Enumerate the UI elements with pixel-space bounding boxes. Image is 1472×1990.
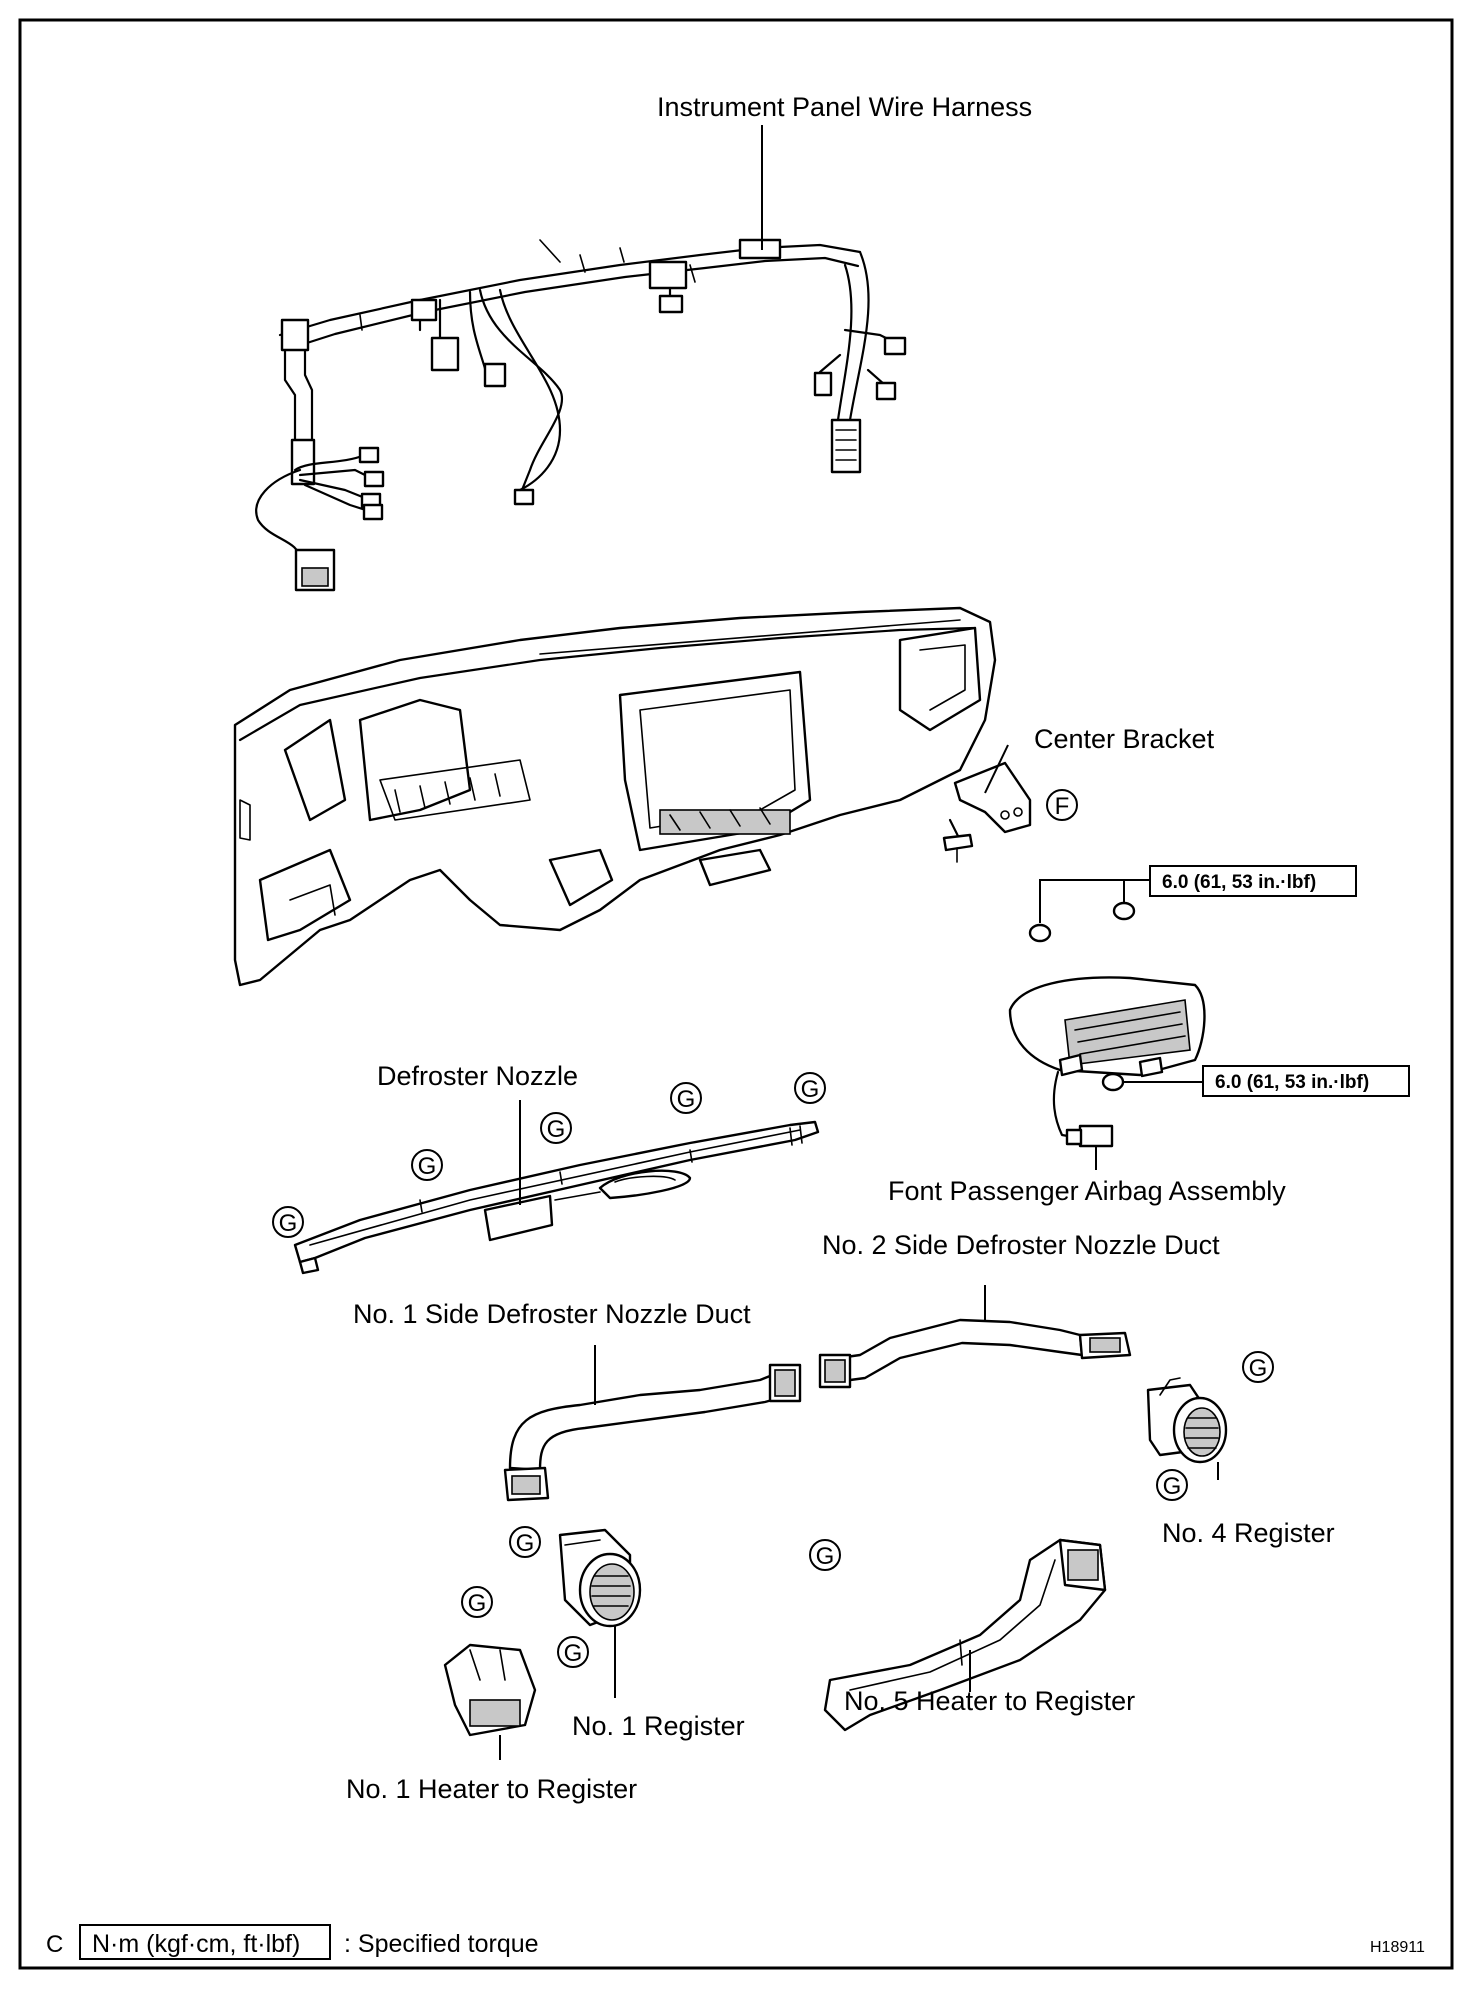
legend-description: : Specified torque xyxy=(344,1930,539,1958)
torque-box-upper xyxy=(1149,865,1357,897)
svg-text:G: G xyxy=(418,1153,437,1180)
center-bracket-drawing xyxy=(942,761,1032,863)
leader-lines xyxy=(499,125,1219,1760)
no5-heater-drawing xyxy=(823,1538,1107,1732)
svg-text:G: G xyxy=(547,1116,566,1143)
svg-text:G: G xyxy=(801,1076,820,1103)
svg-text:G: G xyxy=(677,1086,696,1113)
instrument-panel-drawing xyxy=(233,606,997,987)
clip-marker-g: G xyxy=(509,1526,541,1558)
label-airbag: Font Passenger Airbag Assembly xyxy=(888,1176,1286,1206)
torque-callouts: 6.0 (61, 53 in.·lbf) 6.0 (61, 53 in.·lbf… xyxy=(1149,865,1410,1097)
no1-register-drawing xyxy=(558,1528,642,1628)
clip-marker-f: F xyxy=(1046,789,1078,821)
legend-units: N·m (kgf·cm, ft·lbf) xyxy=(92,1930,300,1958)
label-no1-heater: No. 1 Heater to Register xyxy=(346,1774,637,1804)
no2-duct-drawing xyxy=(818,1318,1132,1389)
clip-marker-g: G xyxy=(1242,1351,1274,1383)
torque-value-upper: 6.0 (61, 53 in.·lbf) xyxy=(1162,872,1316,893)
label-wire-harness: Instrument Panel Wire Harness xyxy=(657,92,1032,122)
clip-marker-g: G xyxy=(809,1539,841,1571)
label-no1-duct: No. 1 Side Defroster Nozzle Duct xyxy=(353,1299,751,1329)
svg-text:G: G xyxy=(468,1590,487,1617)
clip-marker-g: G xyxy=(272,1206,304,1238)
label-no1-register: No. 1 Register xyxy=(572,1711,745,1741)
part-labels: Instrument Panel Wire Harness Center Bra… xyxy=(346,92,1335,1804)
svg-text:G: G xyxy=(816,1543,835,1570)
defroster-nozzle-drawing xyxy=(293,1120,820,1275)
torque-legend: C N·m (kgf·cm, ft·lbf) : Specified torqu… xyxy=(46,1924,1425,1960)
svg-text:G: G xyxy=(564,1640,583,1667)
clip-marker-g: G xyxy=(461,1586,493,1618)
diagram-border xyxy=(18,18,1454,1970)
label-no2-duct: No. 2 Side Defroster Nozzle Duct xyxy=(822,1230,1220,1260)
no4-register-drawing xyxy=(1146,1377,1228,1464)
svg-text:G: G xyxy=(1249,1355,1268,1382)
legend-prefix: C xyxy=(46,1931,63,1958)
label-no4-register: No. 4 Register xyxy=(1162,1518,1335,1548)
no1-heater-drawing xyxy=(443,1643,537,1737)
clip-marker-g: G xyxy=(411,1149,443,1181)
svg-text:G: G xyxy=(279,1210,298,1237)
label-no5-heater: No. 5 Heater to Register xyxy=(844,1686,1135,1716)
svg-text:G: G xyxy=(516,1530,535,1557)
legend-units-box xyxy=(79,1924,331,1960)
torque-value-lower: 6.0 (61, 53 in.·lbf) xyxy=(1215,1072,1369,1093)
torque-box-lower xyxy=(1202,1065,1410,1097)
label-defroster-nozzle: Defroster Nozzle xyxy=(377,1061,578,1091)
clip-marker-g: G xyxy=(794,1072,826,1104)
no1-duct-drawing xyxy=(503,1363,802,1502)
airbag-drawing xyxy=(1008,901,1206,1148)
clip-marker-g: G xyxy=(557,1636,589,1668)
clip-marker-g: G xyxy=(1156,1469,1188,1501)
clip-markers: F G G G G G G G G G G G xyxy=(272,789,1274,1668)
figure-code: H18911 xyxy=(1370,1939,1425,1956)
svg-text:G: G xyxy=(1163,1473,1182,1500)
clip-marker-g: G xyxy=(670,1082,702,1114)
label-center-bracket: Center Bracket xyxy=(1034,724,1215,754)
clip-marker-g: G xyxy=(540,1112,572,1144)
wire-harness-drawing xyxy=(255,238,907,592)
svg-text:F: F xyxy=(1055,793,1070,820)
